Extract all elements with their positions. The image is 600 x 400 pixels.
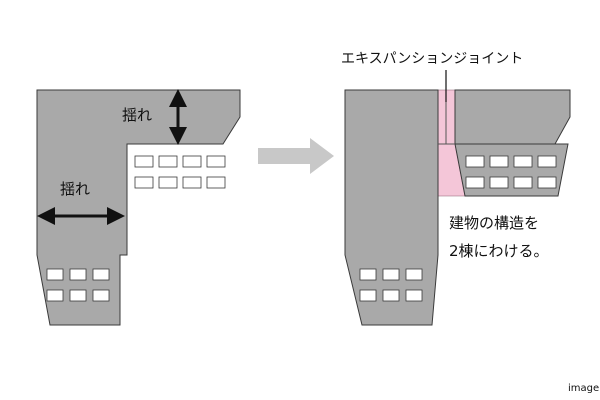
joint-label: エキスパンションジョイント [341, 51, 523, 67]
window-grid-lower-wing [46, 268, 110, 302]
shake-label-vertical: 揺れ [122, 106, 152, 124]
window-grid-right-wing [134, 155, 226, 189]
after-building: エキスパンションジョイント 建物の構造を 2棟にわける。 [341, 51, 571, 326]
building-block-right [454, 89, 571, 145]
l-shaped-building [36, 89, 241, 326]
shake-label-horizontal: 揺れ [60, 180, 90, 198]
window-grid-right-wing [465, 155, 557, 189]
caption-line-1: 建物の構造を [449, 214, 539, 232]
watermark-label: image [568, 383, 599, 394]
before-building: 揺れ 揺れ [36, 89, 241, 326]
caption-line-2: 2棟にわける。 [449, 242, 549, 260]
window-grid-lower-wing [359, 268, 423, 302]
transition-arrow [258, 138, 334, 174]
building-block-left [344, 89, 439, 326]
